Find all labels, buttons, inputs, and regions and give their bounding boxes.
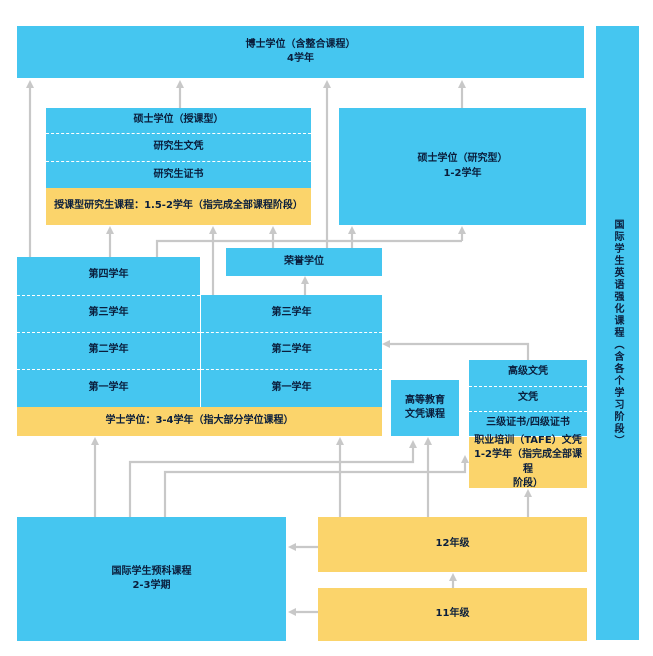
divider bbox=[201, 332, 382, 333]
higher-ed-diploma-box: 高等教育 文凭课程 bbox=[391, 380, 459, 436]
bachelor-year4: 第四学年 bbox=[88, 269, 129, 281]
coursework-masters-box: 硕士学位（授课型） 研究生文凭 研究生证书 bbox=[46, 108, 311, 188]
bachelor-left-box: 第四学年 第三学年 第二学年 第一学年 bbox=[17, 257, 200, 407]
bachelor-left-year1: 第一学年 bbox=[88, 381, 129, 393]
year11-label: 11年级 bbox=[435, 608, 470, 620]
arrow-vet-to-bachelor bbox=[382, 340, 530, 360]
divider bbox=[46, 133, 311, 134]
vet-box: 高级文凭 文凭 三级证书/四级证书 bbox=[469, 360, 587, 436]
bachelor-right-year1: 第一学年 bbox=[271, 381, 312, 393]
diploma: 文凭 bbox=[518, 391, 538, 403]
foundation-title: 国际学生预科课程 bbox=[111, 565, 192, 577]
research-masters-title: 硕士学位（研究型） bbox=[417, 153, 508, 164]
research-masters-box: 硕士学位（研究型） 1-2学年 bbox=[339, 108, 586, 225]
divider bbox=[46, 161, 311, 162]
elicos-bar: 国际学生英语强化课程（含各个学习阶段） bbox=[596, 26, 639, 640]
honours-title: 荣誉学位 bbox=[284, 255, 324, 267]
certificate-3-4: 三级证书/四级证书 bbox=[486, 417, 570, 429]
vet-note-line2: 1-2学年（指完成全部课程 bbox=[473, 449, 583, 475]
bachelor-right-year3: 第三学年 bbox=[271, 306, 312, 318]
phd-years: 4学年 bbox=[287, 53, 314, 64]
year12-box: 12年级 bbox=[318, 517, 587, 572]
bachelor-right-box: 第三学年 第二学年 第一学年 bbox=[201, 295, 382, 407]
elicos-label: 国际学生英语强化课程（含各个学习阶段） bbox=[612, 219, 623, 447]
vet-note-line1: 职业培训（TAFE）文凭 bbox=[474, 434, 582, 446]
divider bbox=[201, 369, 382, 370]
vet-note-line3: 阶段） bbox=[513, 478, 543, 489]
research-masters-years: 1-2学年 bbox=[443, 167, 482, 179]
grad-diploma: 研究生文凭 bbox=[153, 140, 204, 152]
higher-ed-line2: 文凭课程 bbox=[405, 409, 445, 420]
vet-note: 职业培训（TAFE）文凭 1-2学年（指完成全部课程 阶段） bbox=[469, 434, 587, 489]
coursework-masters-note: 授课型研究生课程：1.5-2学年（指完成全部课程阶段） bbox=[46, 188, 311, 225]
foundation-years: 2-3学期 bbox=[132, 580, 171, 591]
bachelor-right-year2: 第二学年 bbox=[271, 343, 312, 355]
bachelor-note-text: 学士学位：3-4学年（指大部分学位课程） bbox=[105, 415, 294, 427]
advanced-diploma: 高级文凭 bbox=[508, 366, 548, 378]
bachelor-left-year2: 第二学年 bbox=[88, 343, 129, 355]
phd-box: 博士学位（含整合课程） 4学年 bbox=[17, 26, 584, 78]
year11-box: 11年级 bbox=[318, 588, 587, 641]
divider bbox=[17, 369, 200, 370]
honours-box: 荣誉学位 bbox=[226, 248, 382, 276]
phd-title: 博士学位（含整合课程） bbox=[245, 38, 356, 50]
foundation-box: 国际学生预科课程 2-3学期 bbox=[17, 517, 286, 641]
bachelor-note: 学士学位：3-4学年（指大部分学位课程） bbox=[17, 407, 382, 436]
bachelor-left-year3: 第三学年 bbox=[88, 306, 129, 318]
masters-coursework: 硕士学位（授课型） bbox=[133, 113, 224, 125]
divider bbox=[17, 295, 200, 296]
grad-certificate: 研究生证书 bbox=[153, 168, 204, 180]
divider bbox=[469, 411, 587, 412]
divider bbox=[17, 332, 200, 333]
year12-label: 12年级 bbox=[435, 538, 470, 550]
coursework-note-text: 授课型研究生课程：1.5-2学年（指完成全部课程阶段） bbox=[54, 200, 303, 212]
higher-ed-line1: 高等教育 bbox=[405, 394, 445, 406]
divider bbox=[469, 386, 587, 387]
